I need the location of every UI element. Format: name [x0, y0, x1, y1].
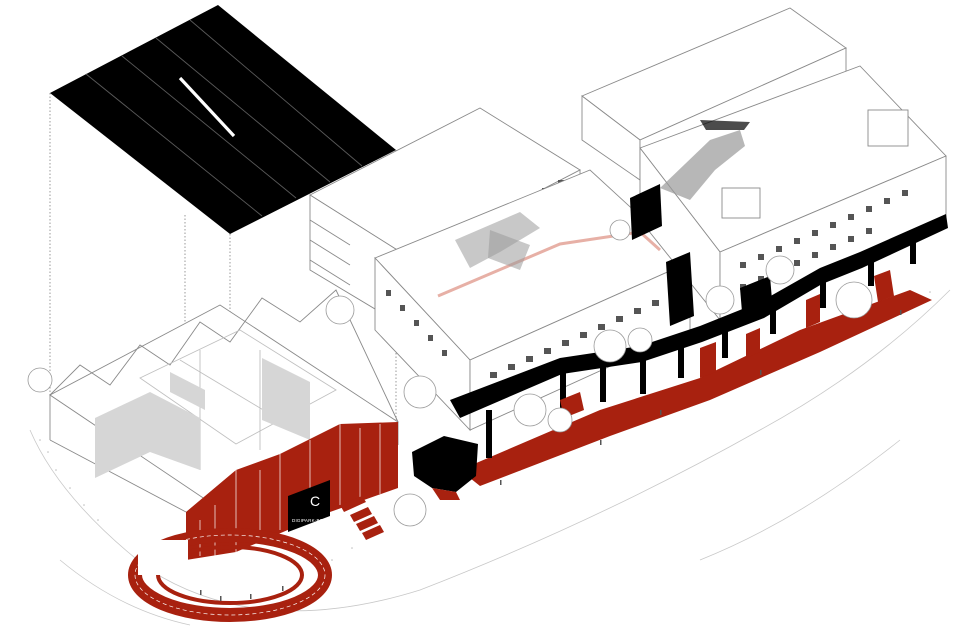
trees [27, 219, 873, 527]
entrance-sign: C DIGIPARK·BG [288, 480, 330, 532]
people [200, 310, 902, 601]
windows-right-front [740, 190, 908, 290]
circular-plaza [128, 528, 332, 622]
ghost-staircase [660, 120, 750, 200]
walkway-columns [486, 236, 916, 458]
walkway-core-1 [666, 252, 694, 326]
elevated-walkway [412, 184, 948, 500]
interior-volumes [95, 358, 310, 478]
warehouse-red-facade: C DIGIPARK·BG [186, 422, 398, 560]
roof-skylight [178, 76, 236, 138]
sign-letter: C [310, 493, 320, 509]
ground-site [29, 289, 951, 626]
walkway-core-3 [740, 276, 772, 312]
entry-kiosk [412, 436, 478, 492]
folded-roof-exploded [49, 5, 397, 520]
walkway-core-2 [630, 184, 662, 240]
rooftop-ghost-route [437, 212, 662, 298]
sign-caption: DIGIPARK·BG [292, 518, 324, 523]
red-steps [340, 496, 384, 540]
